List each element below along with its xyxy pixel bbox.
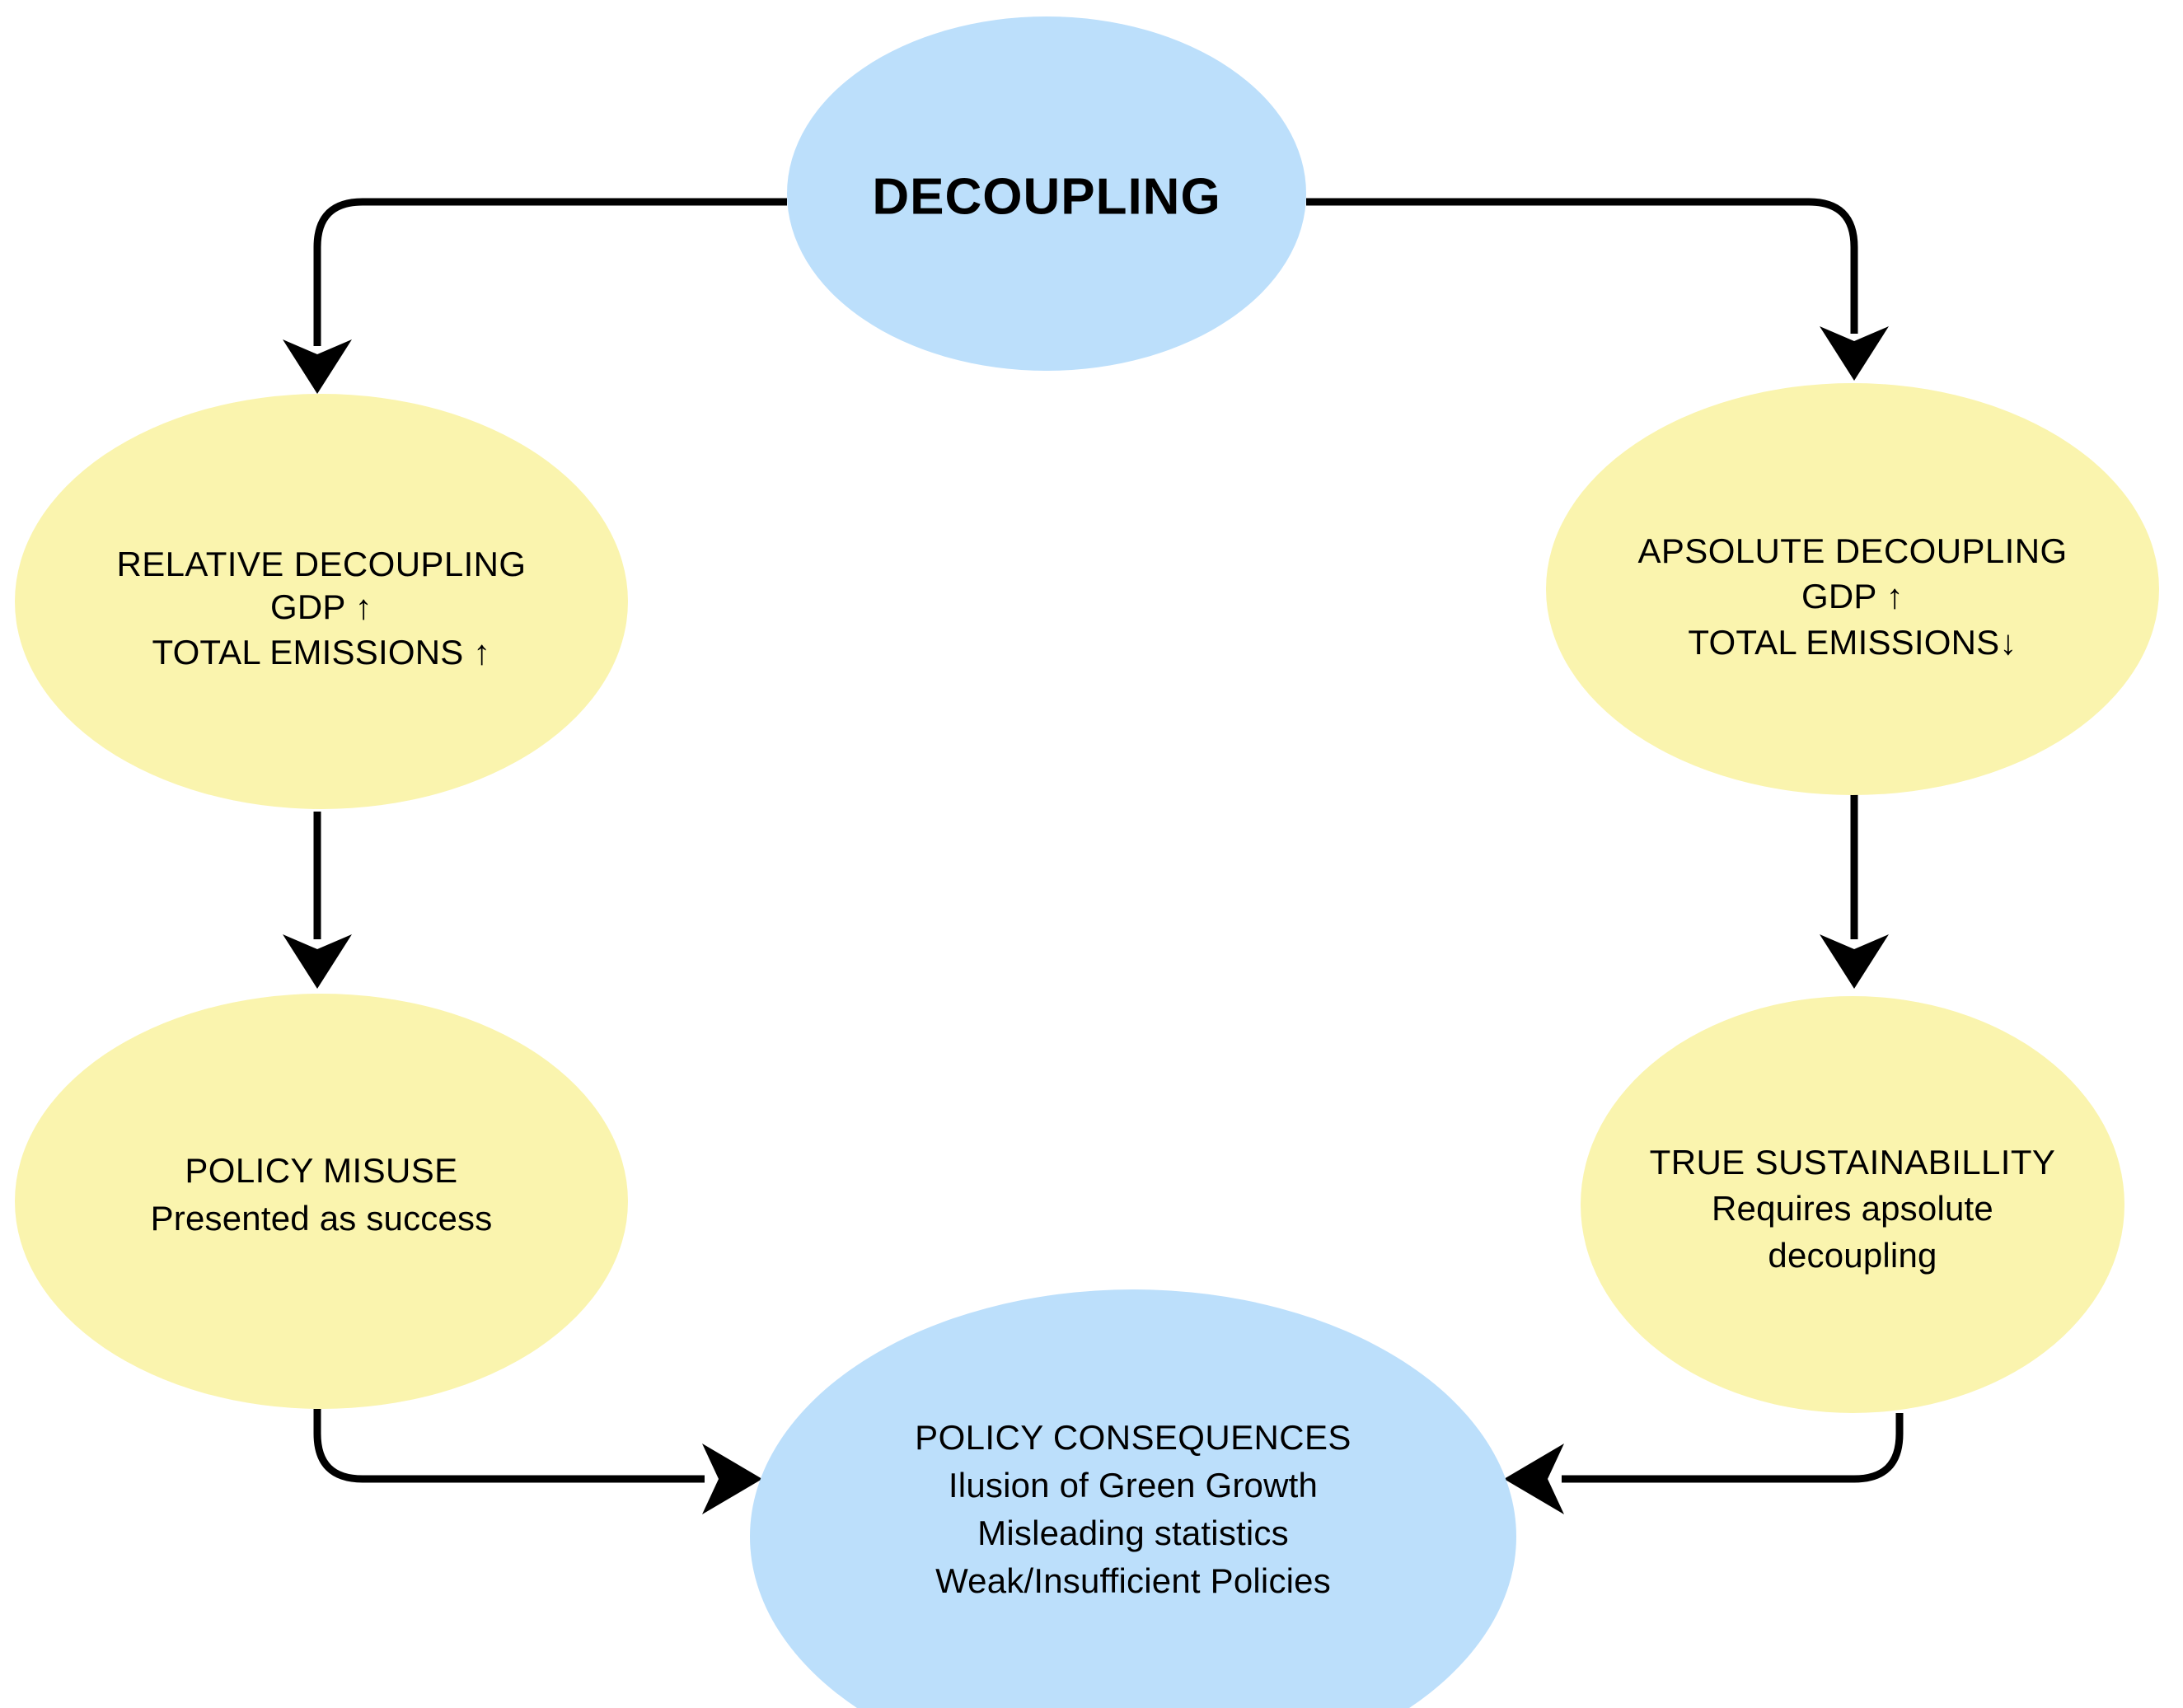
- node-policy-misuse-line-1: POLICY MISUSE: [185, 1151, 457, 1190]
- node-decoupling[interactable]: DECOUPLING: [787, 16, 1306, 371]
- node-decoupling-label: DECOUPLING: [872, 168, 1220, 225]
- node-policy-consequences-line-2: Ilusion of Green Growth: [949, 1466, 1318, 1504]
- node-true-sustainabillity[interactable]: TRUE SUSTAINABILLITY Requires apsolute d…: [1581, 996, 2124, 1413]
- edge-relative-decoupling-to-policy-misuse: [283, 812, 352, 989]
- node-policy-consequences[interactable]: POLICY CONSEQUENCES Ilusion of Green Gro…: [750, 1289, 1516, 1708]
- node-true-sustainabillity-ellipse[interactable]: [1581, 996, 2124, 1413]
- node-true-sustainabillity-line-2: Requires apsolute: [1712, 1189, 1993, 1228]
- node-policy-misuse-line-2: Presented as success: [151, 1199, 493, 1238]
- node-apsolute-decoupling-ellipse[interactable]: [1546, 383, 2159, 795]
- edge-decoupling-to-apsolute-decoupling: [1306, 198, 1889, 381]
- node-relative-decoupling-line-3: TOTAL EMISSIONS ↑: [152, 633, 490, 672]
- node-apsolute-decoupling-line-1: APSOLUTE DECOUPLING: [1637, 531, 2067, 570]
- node-relative-decoupling[interactable]: RELATIVE DECOUPLING GDP ↑ TOTAL EMISSION…: [15, 394, 628, 809]
- edge-path: [1562, 1413, 1904, 1483]
- edge-path: [313, 1409, 705, 1483]
- edge-decoupling-to-relative-decoupling: [283, 198, 787, 394]
- arrowhead-right-icon: [702, 1444, 762, 1514]
- node-apsolute-decoupling-line-3: TOTAL EMISSIONS↓: [1688, 623, 2017, 662]
- arrowhead-left-icon: [1504, 1444, 1564, 1514]
- edge-policy-misuse-to-policy-consequences: [313, 1409, 762, 1514]
- node-policy-misuse-ellipse[interactable]: [15, 994, 628, 1409]
- node-policy-misuse[interactable]: POLICY MISUSE Presented as success: [15, 994, 628, 1409]
- node-policy-consequences-line-3: Misleading statistics: [977, 1514, 1289, 1552]
- edge-true-sustainabillity-to-policy-consequences: [1504, 1413, 1904, 1514]
- arrowhead-down-icon: [1820, 326, 1889, 381]
- edge-apsolute-decoupling-to-true-sustainabillity: [1820, 783, 1889, 989]
- node-apsolute-decoupling-line-2: GDP ↑: [1801, 577, 1904, 615]
- node-relative-decoupling-ellipse[interactable]: [15, 394, 628, 809]
- node-apsolute-decoupling[interactable]: APSOLUTE DECOUPLING GDP ↑ TOTAL EMISSION…: [1546, 383, 2159, 795]
- node-decoupling-ellipse[interactable]: [787, 16, 1306, 371]
- node-true-sustainabillity-line-3: decoupling: [1768, 1236, 1937, 1275]
- arrowhead-down-icon: [1820, 934, 1889, 989]
- node-policy-consequences-ellipse[interactable]: [750, 1289, 1516, 1708]
- arrowhead-down-icon: [283, 339, 352, 394]
- edge-path: [1306, 198, 1858, 334]
- edge-path: [313, 198, 787, 346]
- arrowhead-down-icon: [283, 934, 352, 989]
- node-relative-decoupling-line-1: RELATIVE DECOUPLING: [117, 545, 527, 583]
- node-policy-consequences-line-4: Weak/Insufficient Policies: [935, 1561, 1331, 1600]
- node-relative-decoupling-line-2: GDP ↑: [270, 587, 372, 626]
- node-true-sustainabillity-line-1: TRUE SUSTAINABILLITY: [1650, 1143, 2056, 1182]
- node-policy-consequences-line-1: POLICY CONSEQUENCES: [915, 1418, 1351, 1457]
